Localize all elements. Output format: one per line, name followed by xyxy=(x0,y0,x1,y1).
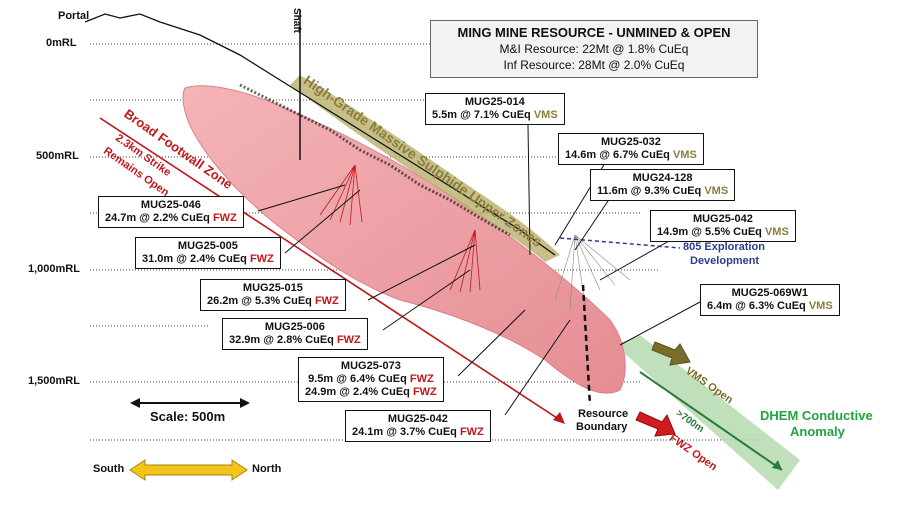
exploration-label-2: Development xyxy=(690,255,760,267)
callout-tag: FWZ xyxy=(459,426,484,438)
south-north-arrow xyxy=(129,459,248,481)
callout-interval: 24.7m @ 2.2% CuEq xyxy=(105,212,210,224)
dhem-arrow-line xyxy=(639,371,783,471)
level-label-1500: 1,500mRL xyxy=(28,375,80,387)
callout-hole: MUG25-006 xyxy=(264,321,325,333)
level-label-0: 0mRL xyxy=(46,37,77,49)
resource-boundary-label-2: Boundary xyxy=(576,421,628,433)
level-label-500: 500mRL xyxy=(36,150,79,162)
callout-interval: 9.5m @ 6.4% CuEq xyxy=(308,373,407,385)
south-label: South xyxy=(93,463,125,475)
resource-title-box: MING MINE RESOURCE - UNMINED & OPEN M&I … xyxy=(430,20,758,78)
strike-arrow-line xyxy=(99,117,561,421)
mi-resource-text: M&I Resource: 22Mt @ 1.8% CuEq xyxy=(499,42,689,56)
scale-bar xyxy=(130,398,250,408)
callout-tag: FWZ xyxy=(314,295,339,307)
callout-mug25-032: MUG25-032 14.6m @ 6.7% CuEq VMS xyxy=(558,133,704,165)
vms-drill-fans xyxy=(554,234,631,311)
vms-open-arrow xyxy=(651,341,691,366)
callout-interval: 11.6m @ 9.3% CuEq xyxy=(597,185,702,197)
callout-interval: 26.2m @ 5.3% CuEq xyxy=(207,295,312,307)
callout-hole: MUG25-014 xyxy=(464,96,525,108)
fwz-drill-fans xyxy=(319,164,481,293)
scale-label: Scale: 500m xyxy=(150,409,226,424)
resource-title: MING MINE RESOURCE - UNMINED & OPEN xyxy=(457,25,731,40)
callout-mug25-046: MUG25-046 24.7m @ 2.2% CuEq FWZ xyxy=(98,196,244,228)
callout-hole: MUG25-069W1 xyxy=(731,287,809,299)
callout-hole: MUG25-015 xyxy=(242,282,303,294)
callout-interval: 32.9m @ 2.8% CuEq xyxy=(229,334,334,346)
callout-hole: MUG25-073 xyxy=(340,360,401,372)
callout-interval: 14.6m @ 6.7% CuEq xyxy=(565,149,670,161)
callout-mug25-005: MUG25-005 31.0m @ 2.4% CuEq FWZ xyxy=(135,237,281,269)
shaft-label: Shaft xyxy=(291,8,302,33)
dhem-label-1: DHEM Conductive xyxy=(760,408,873,423)
callout-hole: MUG25-005 xyxy=(177,240,238,252)
callout-mug25-042-vms: MUG25-042 14.9m @ 5.5% CuEq VMS xyxy=(650,210,796,242)
high-grade-zone-band xyxy=(290,75,560,262)
callout-tag: VMS xyxy=(704,185,729,197)
callout-mug25-042-fwz: MUG25-042 24.1m @ 3.7% CuEq FWZ xyxy=(345,410,491,442)
strike-arrow-head xyxy=(553,412,565,424)
inf-resource-text: Inf Resource: 28Mt @ 2.0% CuEq xyxy=(503,58,685,72)
callout-tag: VMS xyxy=(764,226,789,238)
dhem-label-2: Anomaly xyxy=(790,424,845,439)
callout-tag-2: FWZ xyxy=(412,386,437,398)
callout-hole: MUG25-046 xyxy=(140,199,201,211)
portal-label: Portal xyxy=(58,10,90,22)
callout-hole: MUG25-042 xyxy=(387,413,448,425)
footwall-zone-body xyxy=(182,85,626,394)
mine-workings-trace xyxy=(84,13,556,256)
callout-hole: MUG24-128 xyxy=(632,172,693,184)
fwz-open-arrow xyxy=(635,411,676,437)
dhem-arrow-head xyxy=(772,460,782,470)
callout-mug25-069w1: MUG25-069W1 6.4m @ 6.3% CuEq VMS xyxy=(700,284,840,316)
resource-boundary-label-1: Resource xyxy=(578,408,629,420)
stope-development xyxy=(239,83,511,237)
callout-hole: MUG25-042 xyxy=(692,213,753,225)
level-label-1000: 1,000mRL xyxy=(28,263,80,275)
callout-mug24-128: MUG24-128 11.6m @ 9.3% CuEq VMS xyxy=(590,169,736,201)
callout-interval: 5.5m @ 7.1% CuEq xyxy=(432,109,531,121)
resource-boundary-line xyxy=(581,284,592,406)
callout-tag: FWZ xyxy=(249,253,274,265)
callout-tag: VMS xyxy=(808,300,833,312)
callout-interval: 24.1m @ 3.7% CuEq xyxy=(352,426,457,438)
callout-mug25-006: MUG25-006 32.9m @ 2.8% CuEq FWZ xyxy=(222,318,368,350)
callout-interval: 6.4m @ 6.3% CuEq xyxy=(707,300,806,312)
callout-mug25-015: MUG25-015 26.2m @ 5.3% CuEq FWZ xyxy=(200,279,346,311)
callout-tag: VMS xyxy=(672,149,697,161)
north-label: North xyxy=(252,463,282,475)
callout-tag: FWZ xyxy=(336,334,361,346)
callout-interval-2: 24.9m @ 2.4% CuEq xyxy=(305,386,410,398)
callout-tag: FWZ xyxy=(212,212,237,224)
callout-mug25-073: MUG25-073 9.5m @ 6.4% CuEq FWZ 24.9m @ 2… xyxy=(298,357,444,402)
callout-hole: MUG25-032 xyxy=(600,136,661,148)
callout-tag: VMS xyxy=(533,109,558,121)
callout-interval: 14.9m @ 5.5% CuEq xyxy=(657,226,762,238)
callout-tag: FWZ xyxy=(409,373,434,385)
callout-mug25-014: MUG25-014 5.5m @ 7.1% CuEq VMS xyxy=(425,93,565,125)
exploration-label-1: 805 Exploration xyxy=(683,241,765,253)
callout-interval: 31.0m @ 2.4% CuEq xyxy=(142,253,247,265)
